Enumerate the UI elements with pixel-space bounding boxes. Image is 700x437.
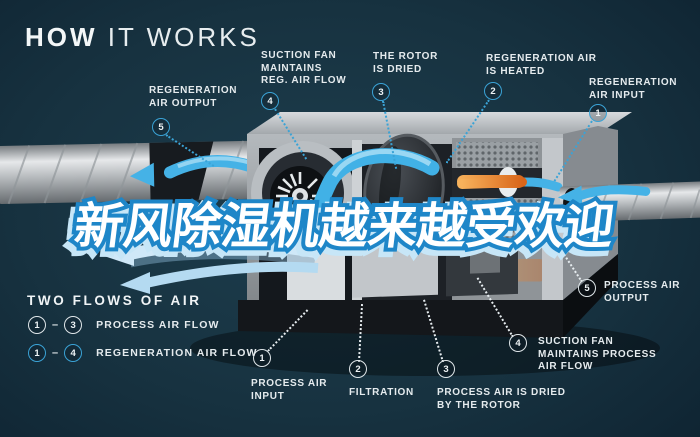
process-output-double-arrow [104,238,319,294]
legend-row-regeneration: 1 – 4 REGENERATION AIR FLOW [28,344,257,362]
legend-label-process-air-flow: PROCESS AIR FLOW [96,319,220,331]
label-regeneration-air-input: REGENERATION AIR INPUT [589,77,678,101]
step-circle-regen-5: 5 [152,118,170,136]
label-process-air-output: PROCESS AIR OUTPUT [604,280,681,304]
label-process-air-dried: PROCESS AIR IS DRIED BY THE ROTOR [437,387,566,411]
label-process-air-input: PROCESS AIR INPUT [251,378,328,402]
legend-row-process: 1 – 3 PROCESS AIR FLOW [28,316,220,334]
step-circle-regen-4: 4 [261,92,279,110]
regen-input-air-arrow [575,185,651,201]
legend-title: TWO FLOWS OF AIR [27,293,202,308]
page-title: HOW IT WORKS [25,22,260,53]
label-rotor-is-dried: THE ROTOR IS DRIED [373,51,439,75]
step-circle-regen-3: 3 [372,83,390,101]
legend-dash: – [52,347,59,359]
step-circle-proc-3: 3 [437,360,455,378]
step-circle-proc-4: 4 [509,334,527,352]
title-word-light: IT WORKS [97,22,260,52]
label-regeneration-air-heated: REGENERATION AIR IS HEATED [486,53,597,77]
right-duct [557,181,700,223]
regen-air-heated-flow [457,177,563,192]
step-circle-proc-5: 5 [578,279,596,297]
step-circle-regen-2: 2 [484,82,502,100]
legend-circle-from: 1 [28,316,46,334]
legend-label-regeneration-air-flow: REGENERATION AIR FLOW [96,347,258,359]
label-suction-fan-reg-flow: SUCTION FAN MAINTAINS REG. AIR FLOW [261,50,347,86]
step-circle-proc-2: 2 [349,360,367,378]
regen-output-air-arrow [163,155,258,179]
label-regeneration-air-output: REGENERATION AIR OUTPUT [149,85,238,109]
step-circle-proc-1: 1 [253,349,271,367]
left-duct [0,140,259,205]
machine-base [238,300,563,338]
lower-compartments [287,227,518,302]
legend-circle-to: 4 [64,344,83,362]
label-filtration: FILTRATION [349,387,414,398]
legend-circle-to: 3 [64,316,83,334]
label-suction-fan-process-flow: SUCTION FAN MAINTAINS PROCESS AIR FLOW [538,336,657,372]
step-circle-regen-1: 1 [589,104,607,122]
machine-top-face [247,112,632,134]
legend-circle-from: 1 [28,344,46,362]
title-word-bold: HOW [25,22,98,52]
process-air-swoosh [300,148,440,228]
legend-dash: – [52,319,59,331]
